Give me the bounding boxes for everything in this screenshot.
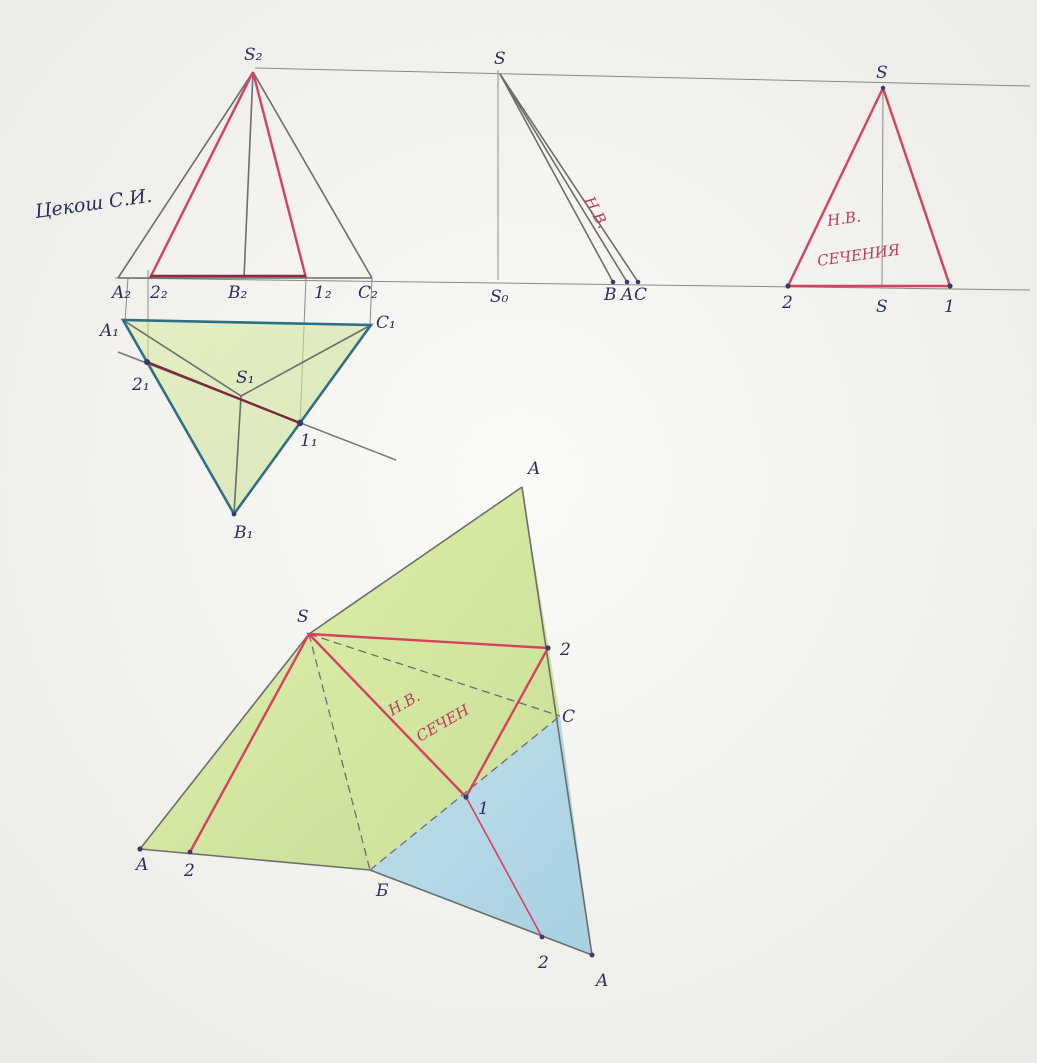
net-label-S: S [297, 607, 309, 627]
label-section-1: 1 [944, 297, 955, 317]
net-face-left [140, 634, 370, 870]
development-net: A S 2 C 1 A 2 Б 2 A Н.В. СЕЧЕН [134, 459, 608, 991]
label-S1: S₁ [236, 368, 254, 388]
label-section-S-top: S [876, 63, 888, 83]
construction-lines [114, 67, 1031, 426]
net-label-B: Б [375, 881, 389, 901]
section-caption-line1: Н.В. [825, 207, 862, 230]
label-section-S-base: S [876, 297, 888, 317]
net-label-1: 1 [478, 799, 489, 819]
net-face-base [370, 716, 592, 955]
label-2-2: 2₂ [149, 283, 168, 303]
net-section-triangle [306, 632, 550, 800]
label-profile-S: S [494, 49, 506, 69]
net-section-line-base [465, 796, 543, 938]
top-section-trace [146, 360, 301, 425]
net-label-A-top: A [526, 459, 540, 479]
label-1-2: 1₂ [314, 283, 332, 303]
net-label-2-bottom: 2 [537, 953, 549, 973]
front-view: S₂ A₂ 2₂ B₂ 1₂ C₂ [110, 45, 378, 303]
label-2-1: 2₁ [131, 375, 150, 395]
label-section-2: 2 [781, 293, 793, 313]
label-1-1: 1₁ [300, 431, 318, 451]
label-profile-B: B [603, 285, 617, 305]
label-S0: S₀ [490, 287, 509, 307]
net-label-2-right: 2 [559, 640, 571, 660]
net-label-A-bottom: A [594, 971, 608, 991]
label-S2: S₂ [244, 45, 263, 65]
label-C2: C₂ [358, 283, 378, 303]
front-section-edge-right [251, 71, 308, 279]
net-section-line-left [188, 633, 311, 853]
label-C1: C₁ [376, 313, 396, 333]
net-label-2-left: 2 [183, 861, 195, 881]
label-profile-C: C [634, 285, 647, 305]
label-B2: B₂ [227, 283, 247, 303]
net-label-C: C [562, 707, 575, 727]
front-section-edge-left [148, 71, 255, 279]
top-view: A₁ C₁ S₁ 2₁ 1₁ B₁ [98, 313, 397, 543]
net-label-A-left: A [134, 855, 148, 875]
label-A2: A₂ [110, 283, 131, 303]
label-B1: B₁ [233, 523, 253, 543]
label-profile-A: A [619, 285, 633, 305]
net-face-top [309, 487, 560, 870]
label-A1: A₁ [98, 321, 119, 341]
